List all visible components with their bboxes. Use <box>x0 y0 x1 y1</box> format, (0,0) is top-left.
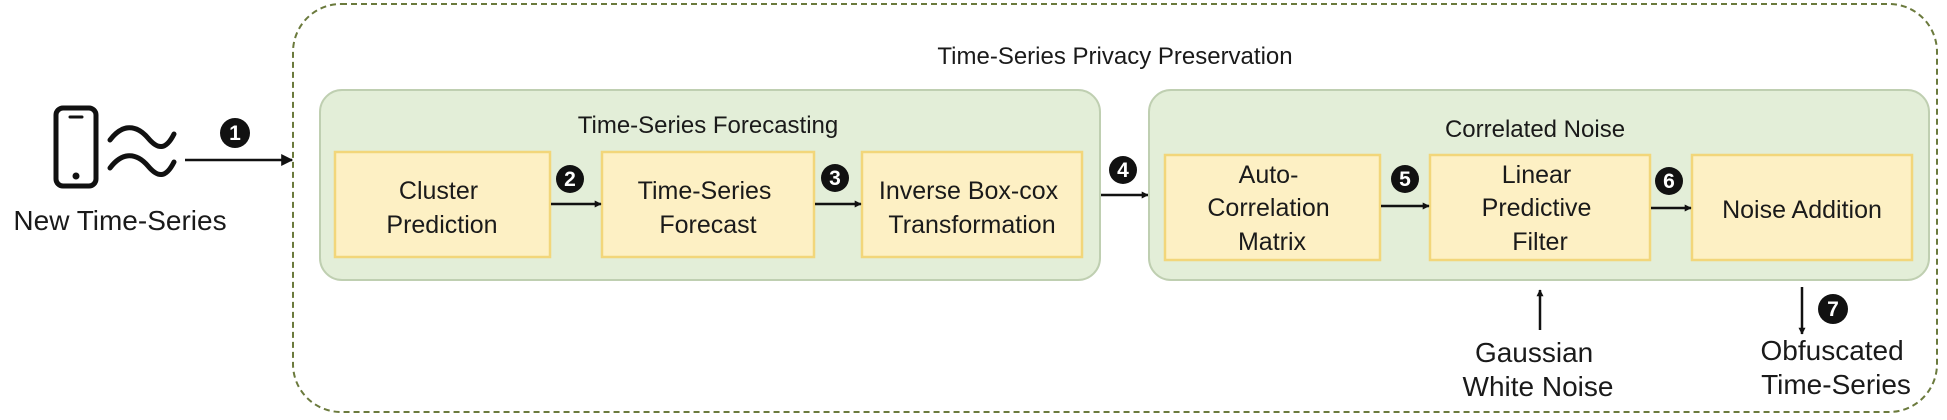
step-badge-5: 5 <box>1391 165 1419 193</box>
box-inverse-box-cox-text: Inverse Box-cox Transformation <box>879 177 1065 239</box>
box-linear-predictive-filter-text: Linear Predictive Filter <box>1482 161 1599 256</box>
box-noise-addition-text: Noise Addition <box>1722 196 1882 224</box>
svg-text:6: 6 <box>1663 170 1675 193</box>
box-cluster-prediction <box>333 150 552 259</box>
approx-wave-icon <box>107 125 177 177</box>
step-badge-7: 7 <box>1818 294 1848 324</box>
step-badge-6: 6 <box>1655 167 1683 195</box>
box-linear-predictive-filter <box>1428 153 1652 262</box>
svg-text:1: 1 <box>229 122 241 145</box>
outer-container <box>292 3 1938 413</box>
box-cluster-prediction-text: Cluster Prediction <box>386 177 497 239</box>
step-badge-1: 1 <box>220 118 250 148</box>
step-badge-2: 2 <box>556 165 584 193</box>
box-inverse-box-cox <box>860 150 1084 259</box>
box-time-series-forecast <box>600 150 816 259</box>
step-badge-4: 4 <box>1109 156 1137 184</box>
box-auto-correlation <box>1163 153 1382 262</box>
smartphone-icon <box>53 105 99 189</box>
gaussian-label: Gaussian White Noise <box>1463 337 1614 402</box>
source-label: New Time-Series <box>13 205 226 236</box>
svg-text:2: 2 <box>564 168 576 191</box>
step-badge-3: 3 <box>821 164 849 192</box>
svg-text:3: 3 <box>829 167 841 190</box>
forecasting-title: Time-Series Forecasting <box>578 112 839 139</box>
box-auto-correlation-text: Auto- Correlation Matrix <box>1207 161 1336 256</box>
outer-title: Time-Series Privacy Preservation <box>937 43 1292 70</box>
svg-text:7: 7 <box>1827 298 1839 321</box>
output-label: Obfuscated Time-Series <box>1761 335 1912 400</box>
svg-text:5: 5 <box>1399 168 1411 191</box>
box-noise-addition <box>1690 153 1914 262</box>
correlated-noise-title: Correlated Noise <box>1445 116 1625 143</box>
box-time-series-forecast-text: Time-Series Forecast <box>638 177 779 239</box>
svg-text:4: 4 <box>1117 159 1129 182</box>
